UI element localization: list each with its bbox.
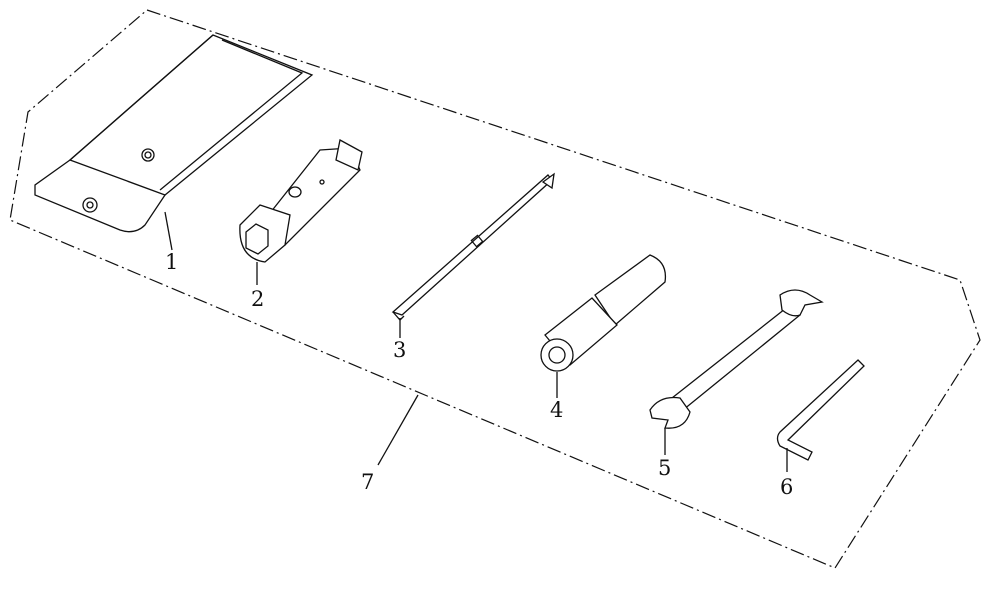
part-1-plate [34, 34, 314, 251]
part-7-leader [377, 394, 419, 466]
part-4-handle [540, 254, 667, 398]
label-part-1: 1 [165, 250, 179, 274]
part-5-wrench [649, 289, 824, 455]
label-part-5: 5 [658, 456, 672, 480]
label-part-2: 2 [251, 287, 265, 311]
part-2-box-wrench [239, 139, 363, 285]
part-6-hex-key [776, 359, 865, 472]
tool-bag-outline [9, 9, 981, 569]
label-part-4: 4 [550, 398, 564, 422]
part-3-screwdriver [391, 172, 555, 338]
label-part-3: 3 [393, 338, 407, 362]
label-part-7: 7 [361, 470, 375, 494]
label-part-6: 6 [780, 475, 794, 499]
